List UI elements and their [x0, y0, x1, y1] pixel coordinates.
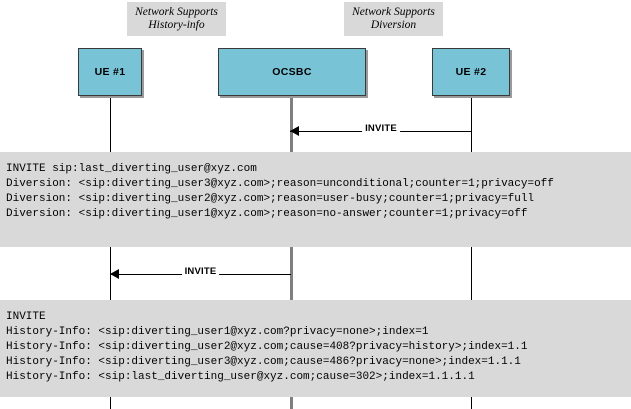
- message-line: History-Info: <sip:diverting_user3@xyz.c…: [6, 356, 521, 368]
- message-line: History-Info: <sip:diverting_user2@xyz.c…: [6, 341, 528, 353]
- message-line: History-Info: <sip:last_diverting_user@x…: [6, 371, 475, 383]
- arrow-invite-ue2-to-ocsbc: INVITE: [290, 123, 472, 138]
- message-line: History-Info: <sip:diverting_user1@xyz.c…: [6, 326, 429, 338]
- entity-label-ue2: UE #2: [455, 66, 487, 78]
- message-line: INVITE sip:last_diverting_user@xyz.com: [6, 163, 257, 175]
- entity-box-ocsbc[interactable]: OCSBC: [218, 48, 366, 96]
- message-line: Diversion: <sip:diverting_user2@xyz.com>…: [6, 193, 535, 205]
- arrow-head-left-icon: [290, 126, 299, 136]
- message-line: INVITE: [6, 311, 46, 323]
- message-block-history-info: INVITE History-Info: <sip:diverting_user…: [0, 300, 631, 397]
- message-line: Diversion: <sip:diverting_user1@xyz.com>…: [6, 208, 528, 220]
- lifeline-ocsbc: [290, 96, 293, 409]
- message-block-diversion: INVITE sip:last_diverting_user@xyz.com D…: [0, 152, 631, 247]
- annotation-network-supports-history-info: Network Supports History-info: [127, 2, 226, 36]
- arrow-label-invite: INVITE: [181, 266, 220, 277]
- annotation-network-supports-diversion: Network Supports Diversion: [344, 2, 443, 36]
- lifeline-ue2: [471, 96, 472, 409]
- entity-label-ocsbc: OCSBC: [272, 66, 312, 78]
- message-line: Diversion: <sip:diverting_user3@xyz.com>…: [6, 178, 554, 190]
- lifeline-ue1: [110, 96, 111, 409]
- entity-box-ue2[interactable]: UE #2: [432, 48, 510, 96]
- arrow-head-left-icon: [110, 269, 119, 279]
- arrow-invite-ocsbc-to-ue1: INVITE: [110, 266, 291, 281]
- entity-box-ue1[interactable]: UE #1: [78, 48, 142, 96]
- entity-label-ue1: UE #1: [94, 66, 126, 78]
- arrow-label-invite: INVITE: [362, 123, 400, 134]
